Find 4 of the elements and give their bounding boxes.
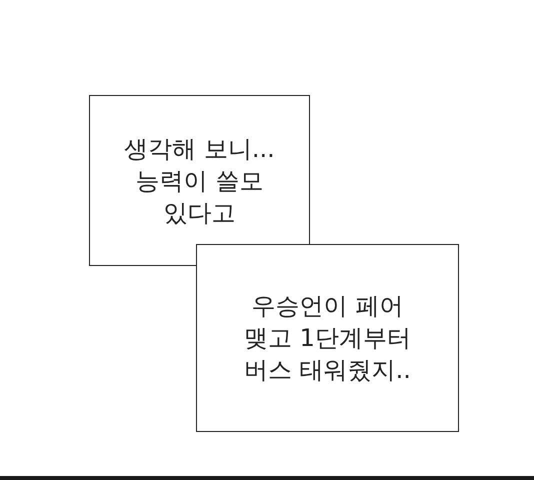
dialogue-text: 생각해 보니... 능력이 쓸모 있다고 xyxy=(123,134,276,228)
caption-box xyxy=(196,244,459,432)
caption-box xyxy=(89,95,310,266)
dialogue-text: 우승언이 페어 맺고 1단계부터 버스 태워줬지.. xyxy=(243,291,412,386)
